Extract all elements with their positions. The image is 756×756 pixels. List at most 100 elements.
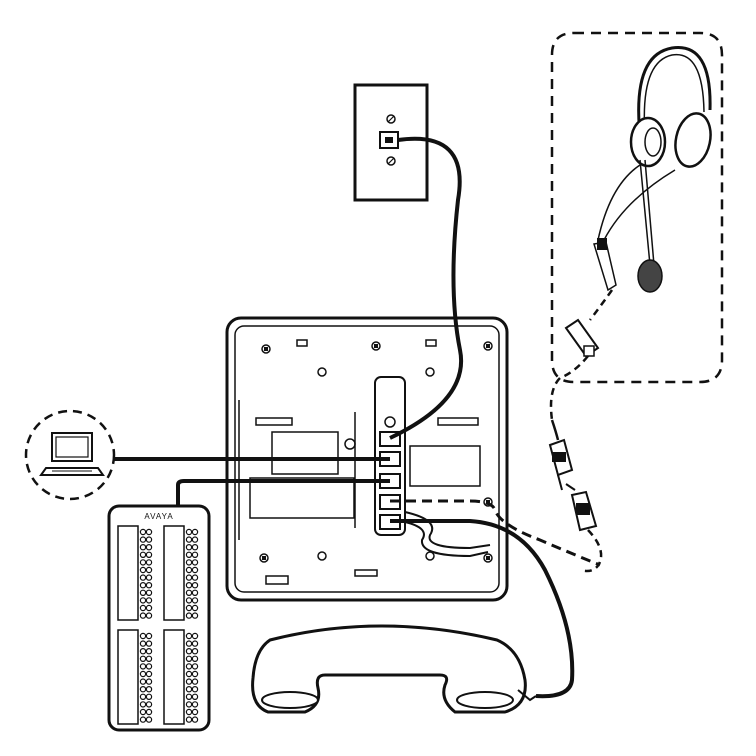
module-led (185, 604, 193, 612)
module-led (139, 686, 147, 693)
module-key (191, 566, 199, 574)
module-key (191, 716, 199, 723)
module-led (185, 701, 193, 708)
module-led (185, 648, 193, 655)
module-led (139, 693, 147, 701)
module-led (139, 663, 147, 670)
module-led (185, 566, 193, 574)
module-led (139, 655, 147, 663)
module-key (145, 670, 153, 678)
module-label-panel (163, 525, 185, 621)
module-label-panel (117, 525, 139, 621)
module-key (191, 551, 199, 559)
module-key (145, 686, 153, 693)
module-key (145, 559, 153, 566)
module-key (191, 708, 199, 716)
module-key (191, 655, 199, 663)
module-key (191, 604, 199, 612)
module-led (185, 663, 193, 670)
module-key (191, 648, 199, 655)
module-key (191, 670, 199, 678)
button-module-icon: AVAYA (107, 504, 211, 732)
module-key (145, 604, 153, 612)
module-led (139, 670, 147, 678)
module-key (191, 597, 199, 604)
module-led (139, 612, 147, 619)
module-key (145, 597, 153, 604)
headset-plug (548, 438, 603, 573)
module-led (185, 612, 193, 619)
module-key (145, 528, 153, 536)
module-keys (117, 525, 199, 725)
module-key (191, 582, 199, 589)
module-led (185, 693, 193, 701)
module-led (185, 536, 193, 543)
module-key (145, 544, 153, 551)
headset-dashed-box (550, 31, 724, 384)
module-led (185, 559, 193, 566)
module-key (145, 551, 153, 559)
module-led (185, 686, 193, 693)
module-led (185, 670, 193, 678)
module-led (185, 574, 193, 581)
module-led (139, 544, 147, 551)
module-key (145, 716, 153, 723)
module-led (139, 632, 147, 640)
module-brand-label: AVAYA (144, 512, 173, 521)
module-led (139, 701, 147, 708)
module-key (191, 693, 199, 701)
module-led (139, 716, 147, 723)
wall-jack-icon (353, 83, 429, 202)
module-label-panel (163, 629, 185, 725)
module-key (191, 663, 199, 670)
module-led (185, 655, 193, 663)
computer-icon (24, 409, 116, 501)
module-led (139, 574, 147, 581)
cables (114, 136, 601, 699)
module-led (185, 544, 193, 551)
module-led (139, 708, 147, 716)
module-led (139, 559, 147, 566)
module-key (145, 640, 153, 647)
module-led (185, 528, 193, 536)
module-key (145, 589, 153, 597)
module-led (185, 716, 193, 723)
module-led (139, 678, 147, 685)
module-key (191, 589, 199, 597)
module-led (185, 589, 193, 597)
module-key (145, 693, 153, 701)
module-key (145, 632, 153, 640)
module-key (145, 574, 153, 581)
module-key (145, 678, 153, 685)
module-key (191, 632, 199, 640)
module-key (145, 582, 153, 589)
module-key (191, 528, 199, 536)
module-key (145, 663, 153, 670)
module-key (191, 536, 199, 543)
module-led (185, 582, 193, 589)
module-key (145, 566, 153, 574)
wall-line-cord (389, 136, 464, 440)
module-key (191, 544, 199, 551)
module-led (139, 640, 147, 647)
module-key (191, 686, 199, 693)
module-led (139, 566, 147, 574)
module-led (185, 551, 193, 559)
module-key (145, 648, 153, 655)
module-led (139, 551, 147, 559)
module-key (145, 655, 153, 663)
module-key (145, 701, 153, 708)
module-led (139, 528, 147, 536)
module-led (185, 597, 193, 604)
module-cord (176, 479, 390, 506)
module-led (139, 582, 147, 589)
module-led (185, 708, 193, 716)
module-key (191, 559, 199, 566)
module-label-panel (117, 629, 139, 725)
module-led (185, 678, 193, 685)
module-key (191, 640, 199, 647)
handset-cord (390, 519, 575, 699)
module-key (191, 612, 199, 619)
module-key (191, 678, 199, 685)
